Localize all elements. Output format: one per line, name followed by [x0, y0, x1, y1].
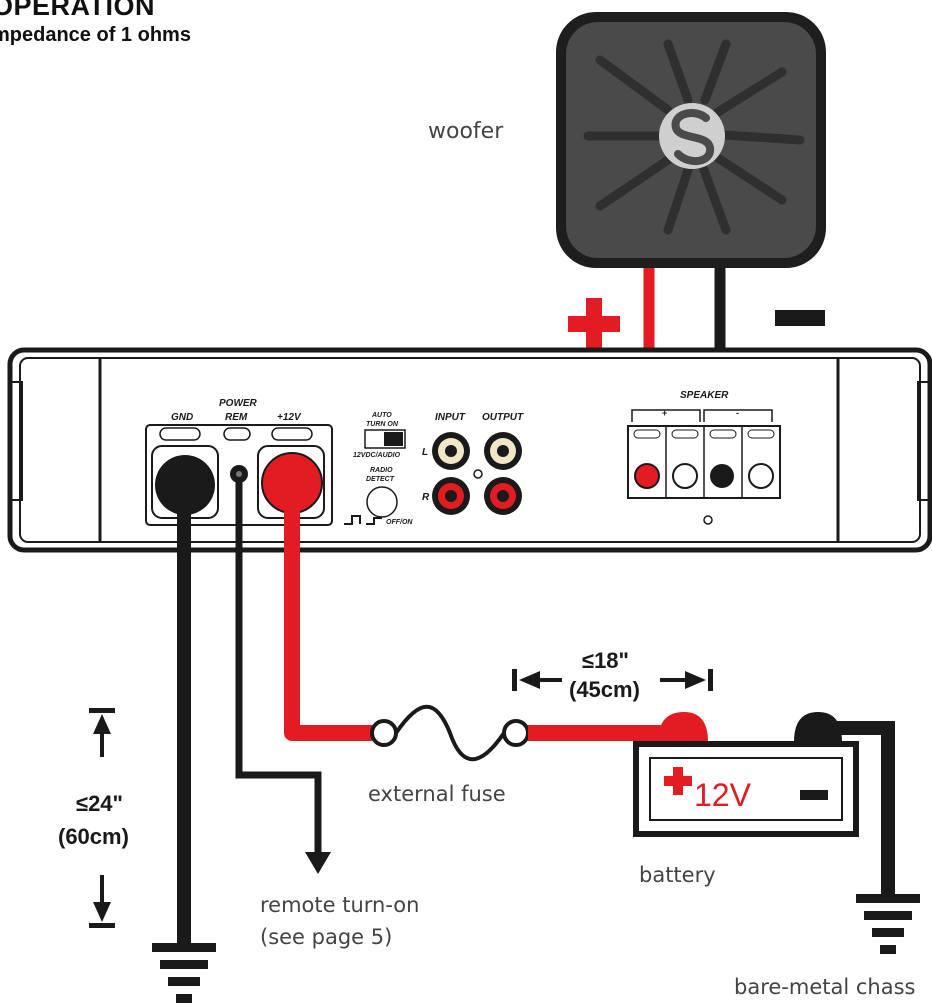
- auto-label: AUTO: [371, 412, 392, 419]
- speaker-label: SPEAKER: [680, 390, 729, 401]
- off-on-icon: [344, 515, 382, 525]
- gnd-label: GND: [171, 412, 193, 423]
- plus-icon: [568, 298, 620, 350]
- battery-plus-icon: [664, 767, 692, 795]
- dim-18-in-label: ≤18": [582, 648, 629, 673]
- chassis-label: bare-metal chass: [734, 975, 915, 999]
- page-subtitle: mpedance of 1 ohms: [0, 24, 191, 46]
- radio-detect-knob: [366, 486, 398, 518]
- detect-label: DETECT: [366, 476, 395, 483]
- woofer: [556, 12, 826, 268]
- dim-24-in-label: ≤24": [76, 791, 123, 816]
- dimension-24-marker: [89, 708, 115, 928]
- amplifier-panel: GND POWER REM +12V AUTO TURN ON 12VDC/AU…: [7, 347, 932, 553]
- chassis-ground-icon: [856, 894, 920, 954]
- rca-jacks: [432, 432, 522, 515]
- input-label: INPUT: [435, 412, 466, 423]
- dim-18-cm-label: (45cm): [569, 677, 640, 702]
- radio-label: RADIO: [370, 467, 393, 474]
- remote-label: remote turn-on: [260, 893, 419, 917]
- dc-audio-label: 12VDC/AUDIO: [353, 452, 401, 459]
- battery-minus-icon: [800, 790, 828, 800]
- plus-12v-label: +12V: [277, 412, 302, 423]
- minus-icon: [775, 310, 825, 326]
- off-on-label: OFF/ON: [386, 519, 413, 526]
- power-label: POWER: [219, 398, 258, 409]
- woofer-spokes: [583, 39, 805, 235]
- remote-arrow-icon: [305, 852, 331, 874]
- rem-label: REM: [225, 412, 248, 423]
- s-logo-icon: [659, 103, 725, 169]
- see-page-label: (see page 5): [260, 925, 392, 949]
- speaker-minus-label: -: [736, 408, 739, 418]
- fuse-icon: [370, 704, 530, 762]
- chassis-ground-wire: [818, 721, 895, 895]
- ground-icon: [152, 943, 216, 1003]
- page-title: OPERATION: [0, 0, 156, 21]
- battery: 12V: [633, 712, 859, 837]
- dimension-18-marker: [512, 669, 713, 691]
- battery-voltage-label: 12V: [694, 777, 752, 813]
- woofer-label: woofer: [428, 119, 504, 144]
- channel-r-label: R: [422, 492, 430, 503]
- channel-l-label: L: [422, 447, 428, 458]
- dim-24-cm-label: (60cm): [58, 824, 129, 849]
- fuse-label: external fuse: [368, 782, 506, 806]
- turn-on-label: TURN ON: [366, 421, 399, 428]
- speaker-plus-label: +: [662, 408, 667, 418]
- power-wire: [284, 470, 372, 741]
- output-label: OUTPUT: [482, 412, 524, 423]
- remote-wire: [235, 478, 322, 858]
- battery-label: battery: [639, 863, 716, 887]
